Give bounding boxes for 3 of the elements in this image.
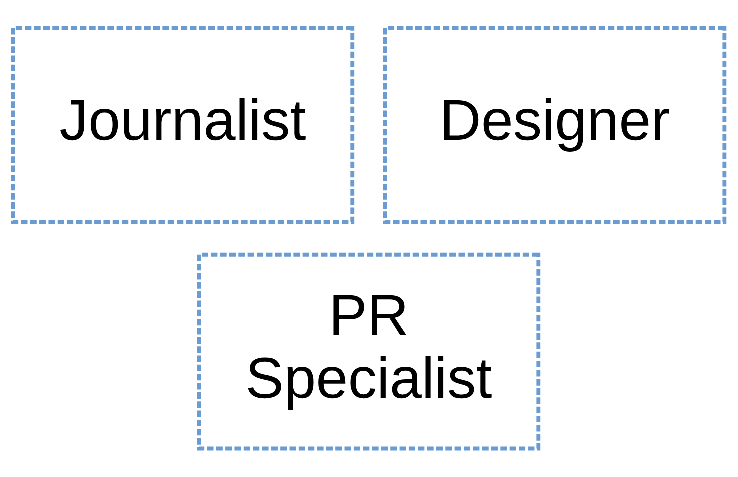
node-box: Journalist — [11, 26, 355, 224]
node-box: Designer — [383, 26, 727, 224]
node-box: PR Specialist — [197, 252, 541, 451]
